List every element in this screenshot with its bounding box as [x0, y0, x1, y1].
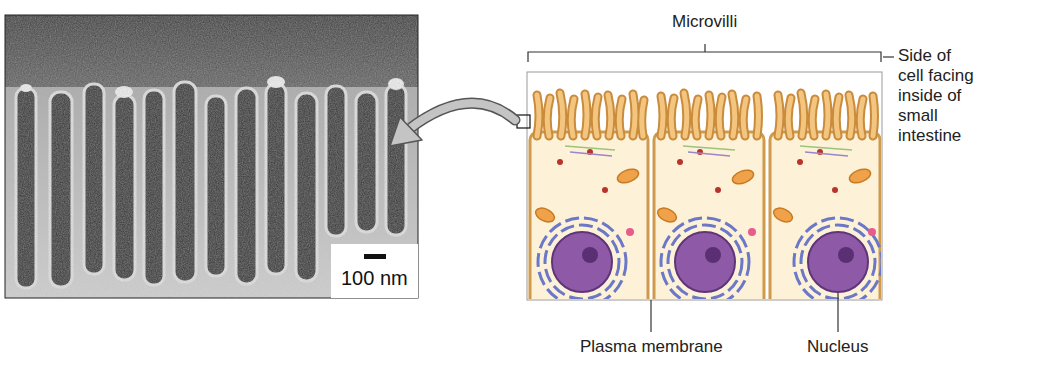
- zoom-arrow-head: [390, 117, 422, 146]
- scale-label: 100 nm: [341, 266, 408, 290]
- micrograph: [5, 15, 418, 298]
- scale-box: 100 nm: [331, 244, 418, 298]
- micrograph-frame: [5, 15, 418, 298]
- micrograph-grain: [5, 15, 418, 298]
- bracket: [528, 44, 881, 62]
- microvilli: [537, 93, 875, 136]
- microvilli-outline: [537, 93, 875, 136]
- scale-bar: [364, 254, 386, 259]
- part-label: Plasma membrane: [580, 337, 723, 357]
- cell-bodies: [530, 132, 880, 299]
- leader-line: [650, 300, 651, 332]
- group-label: Microvilli: [672, 12, 737, 32]
- vesicles: [557, 149, 838, 193]
- nucleoli: [582, 247, 854, 263]
- endoplasmic-reticulum: [538, 218, 881, 299]
- cells: [530, 93, 881, 299]
- zoom-arrow: [408, 103, 515, 130]
- nuclei: [552, 232, 868, 292]
- zoom-arrow-outline: [408, 103, 515, 130]
- mitochondria: [533, 167, 872, 225]
- part-label: Nucleus: [807, 337, 868, 357]
- leader-line: [883, 56, 894, 57]
- leader-line: [837, 293, 838, 332]
- micrograph-ground: [5, 15, 418, 298]
- cytoskeleton: [565, 146, 852, 156]
- part-label: Side of cell facing inside of small inte…: [898, 46, 978, 146]
- lysosomes: [626, 228, 876, 236]
